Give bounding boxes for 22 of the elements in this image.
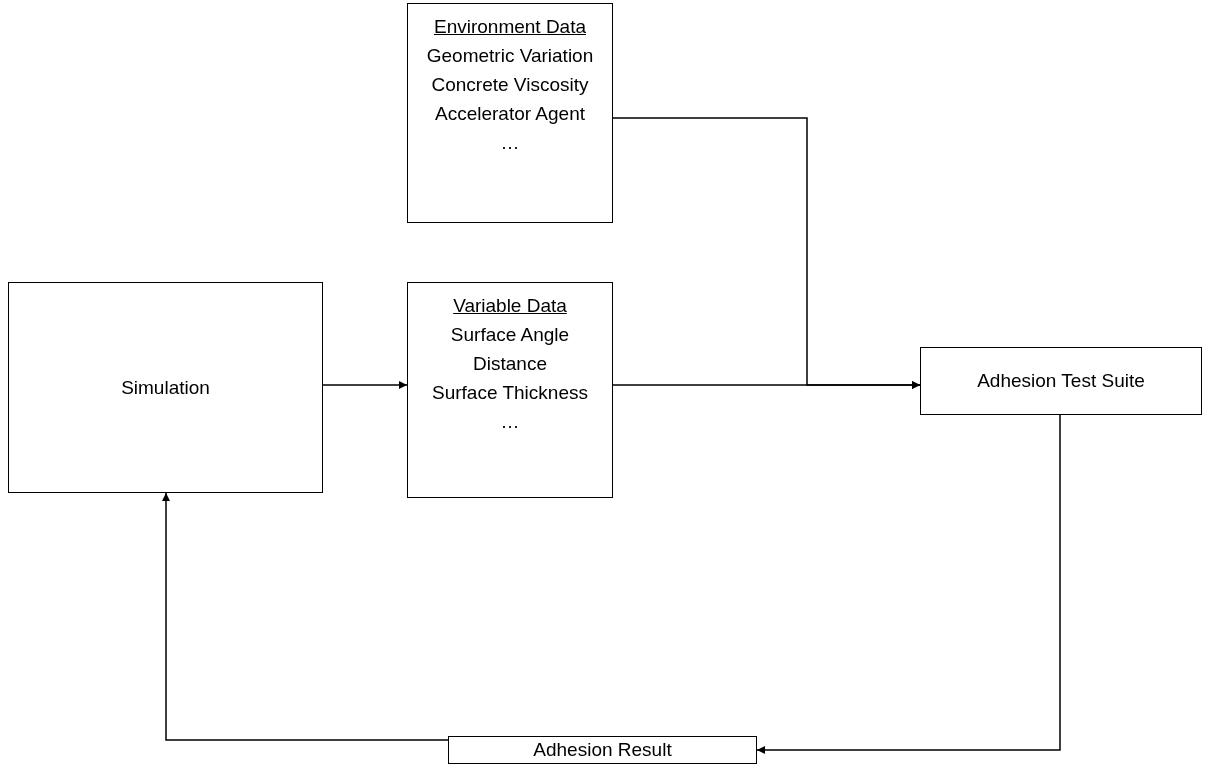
box-text: … [500, 410, 520, 434]
box-text: Distance [473, 352, 547, 376]
arrow [162, 492, 449, 741]
box-text: Accelerator Agent [435, 102, 585, 126]
box-text: Simulation [121, 377, 210, 398]
process-box [920, 347, 1202, 415]
arrow [756, 414, 1061, 754]
arrow [612, 381, 921, 389]
box-heading: Environment Data [433, 15, 587, 39]
box-text: Surface Thickness [432, 381, 588, 405]
box-text: Adhesion Test Suite [977, 371, 1145, 391]
box-text: … [500, 131, 520, 155]
process-box [407, 3, 613, 223]
process-box [407, 282, 613, 498]
process-box [448, 736, 757, 764]
process-box [8, 282, 323, 493]
box-text: Geometric Variation [426, 44, 594, 68]
box-text: Concrete Viscosity [431, 73, 589, 97]
arrow [322, 381, 408, 389]
box-heading: Variable Data [453, 294, 567, 318]
box-text: Adhesion Result [533, 740, 672, 760]
box-text: Surface Angle [450, 323, 570, 347]
